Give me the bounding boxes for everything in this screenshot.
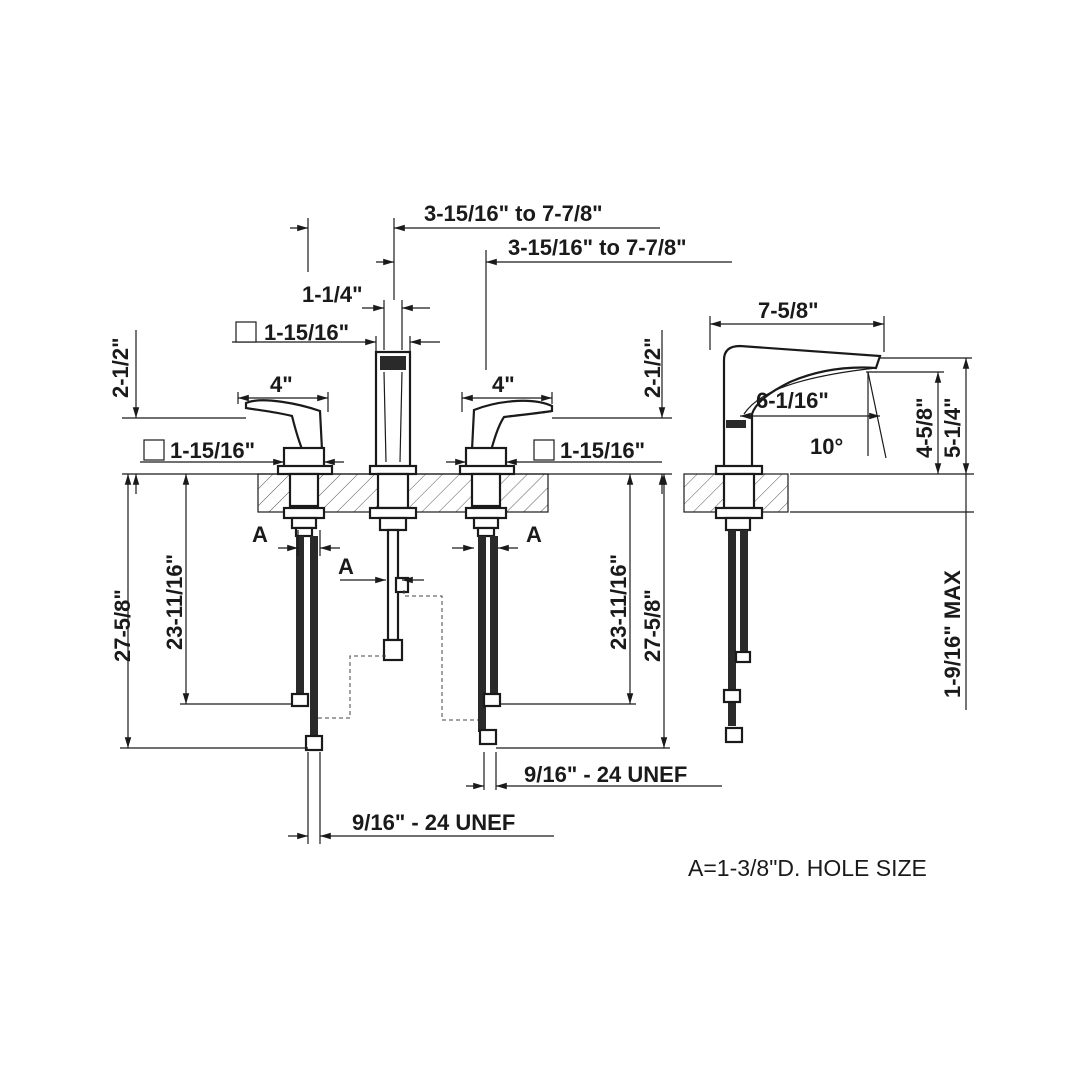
dim-right-overall: 27-5/8" xyxy=(640,589,665,662)
dim-right-handle-width: 4" xyxy=(492,372,515,397)
dim-hole-left: A xyxy=(252,522,268,547)
center-spout xyxy=(316,350,486,721)
dim-left-supply: 23-11/16" xyxy=(162,554,187,650)
dim-side-outlet-height: 4-5/8" xyxy=(912,397,937,458)
right-handle-valve xyxy=(458,399,554,538)
square-symbol-left xyxy=(143,439,165,461)
square-symbol-right xyxy=(533,439,555,461)
dim-spread-upper: 3-15/16" to 7-7/8" xyxy=(424,201,603,226)
dimension-lines xyxy=(120,218,974,844)
dim-right-handle-base: 1-15/16" xyxy=(560,438,645,463)
dim-left-overall: 27-5/8" xyxy=(110,589,135,662)
side-view-faucet xyxy=(714,344,882,744)
dim-left-height: 2-1/2" xyxy=(108,337,133,398)
dim-side-reach: 7-5/8" xyxy=(758,298,819,323)
square-symbol-spout xyxy=(235,321,257,343)
dim-side-deck-max: 1-9/16" MAX xyxy=(940,570,965,698)
dim-side-spout-reach: 6-1/16" xyxy=(756,388,829,413)
dim-thread-left: 9/16" - 24 UNEF xyxy=(352,810,515,835)
dim-spread-lower: 3-15/16" to 7-7/8" xyxy=(508,235,687,260)
left-supply-hoses xyxy=(290,536,324,752)
dim-side-angle: 10° xyxy=(810,434,843,459)
dim-left-handle-base: 1-15/16" xyxy=(170,438,255,463)
dim-hole-right: A xyxy=(526,522,542,547)
dim-spout-base: 1-15/16" xyxy=(264,320,349,345)
note-hole-size: A=1-3/8"D. HOLE SIZE xyxy=(688,855,927,881)
dim-hole-center: A xyxy=(338,554,354,579)
dim-left-handle-width: 4" xyxy=(270,372,293,397)
dim-spout-width: 1-1/4" xyxy=(302,282,363,307)
left-handle-valve xyxy=(244,399,334,538)
dim-thread-right: 9/16" - 24 UNEF xyxy=(524,762,687,787)
dim-right-supply: 23-11/16" xyxy=(606,554,631,650)
dim-side-total-height: 5-1/4" xyxy=(940,397,965,458)
right-supply-hoses xyxy=(478,536,502,746)
dim-right-height: 2-1/2" xyxy=(640,337,665,398)
